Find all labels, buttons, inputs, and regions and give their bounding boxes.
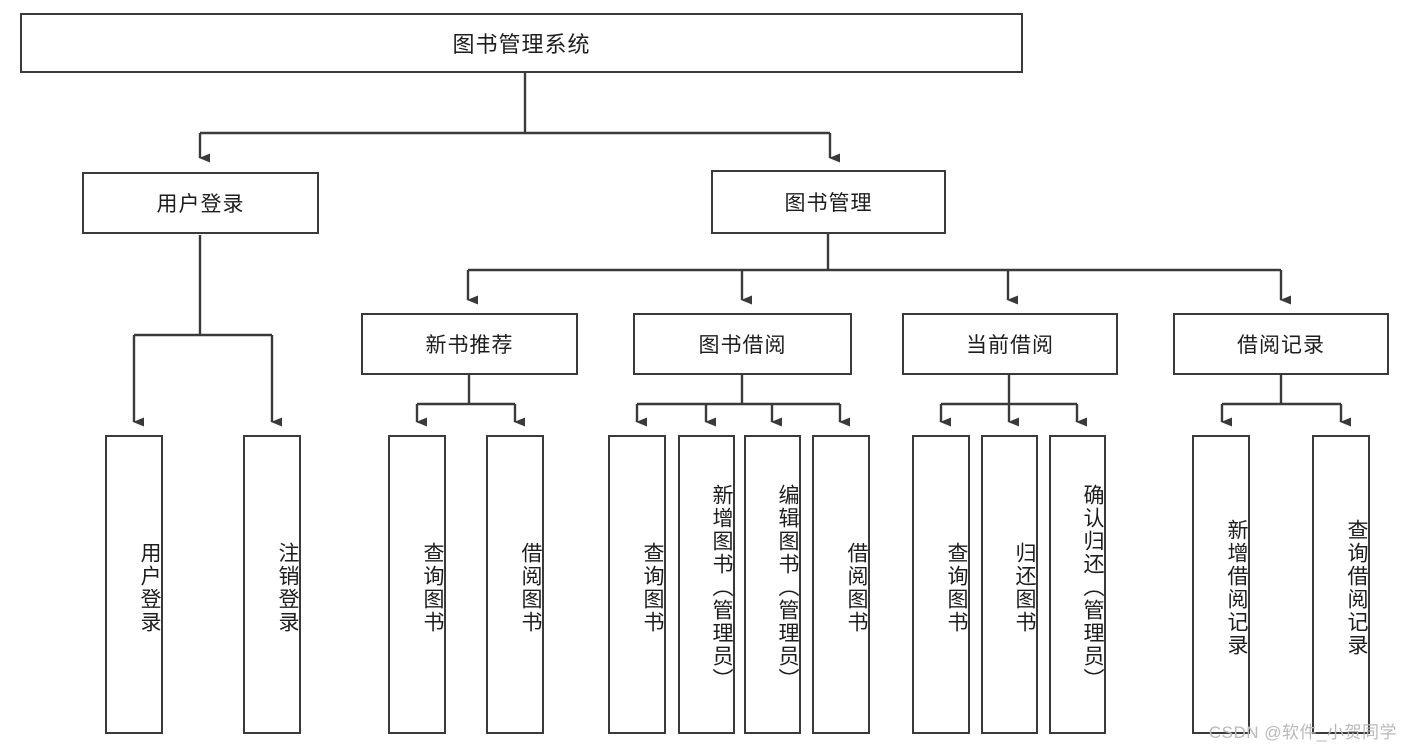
node-leaf-confirm-return[interactable]: 确认归还（管理员）: [1049, 435, 1106, 734]
node-book-borrow[interactable]: 图书借阅: [633, 313, 852, 375]
node-user-login-label: 用户登录: [156, 193, 245, 216]
node-leaf-borrow-book-2-label: 借阅图书: [845, 541, 868, 634]
node-leaf-query-book-1-label: 查询图书: [421, 541, 444, 634]
node-leaf-user-login[interactable]: 用户登录: [105, 435, 163, 734]
node-leaf-query-book-3-label: 查询图书: [945, 541, 968, 634]
node-leaf-edit-book[interactable]: 编辑图书（管理员）: [744, 435, 801, 734]
node-leaf-query-book-3[interactable]: 查询图书: [912, 435, 970, 734]
node-leaf-add-record[interactable]: 新增借阅记录: [1192, 435, 1250, 734]
watermark: CSDN @软件_小贺同学: [1208, 723, 1397, 742]
node-book-borrow-label: 图书借阅: [698, 334, 787, 357]
node-leaf-query-record[interactable]: 查询借阅记录: [1312, 435, 1370, 734]
node-leaf-user-login-label: 用户登录: [138, 541, 161, 634]
node-leaf-return-book[interactable]: 归还图书: [981, 435, 1038, 734]
node-leaf-borrow-book-1-label: 借阅图书: [519, 541, 542, 634]
node-leaf-logout-login[interactable]: 注销登录: [243, 435, 301, 734]
node-current-borrow-label: 当前借阅: [966, 334, 1054, 357]
node-leaf-confirm-return-label: 确认归还（管理员）: [1081, 484, 1104, 691]
node-root-label: 图书管理系统: [452, 32, 591, 57]
node-book-management-label: 图书管理: [784, 192, 873, 215]
node-leaf-query-record-label: 查询借阅记录: [1345, 518, 1368, 657]
node-user-login[interactable]: 用户登录: [82, 172, 319, 234]
node-leaf-query-book-2-label: 查询图书: [641, 541, 664, 634]
node-leaf-borrow-book-1[interactable]: 借阅图书: [486, 435, 544, 734]
node-leaf-logout-login-label: 注销登录: [276, 541, 299, 634]
node-borrow-record-label: 借阅记录: [1237, 334, 1325, 357]
node-leaf-query-book-2[interactable]: 查询图书: [608, 435, 666, 734]
node-leaf-add-book[interactable]: 新增图书（管理员）: [678, 435, 735, 734]
node-leaf-add-record-label: 新增借阅记录: [1225, 518, 1248, 657]
node-leaf-return-book-label: 归还图书: [1013, 541, 1036, 634]
node-root[interactable]: 图书管理系统: [20, 13, 1023, 73]
node-new-book-recommend[interactable]: 新书推荐: [361, 313, 578, 375]
node-leaf-add-book-label: 新增图书（管理员）: [710, 484, 733, 691]
node-leaf-borrow-book-2[interactable]: 借阅图书: [812, 435, 870, 734]
node-borrow-record[interactable]: 借阅记录: [1173, 313, 1389, 375]
node-current-borrow[interactable]: 当前借阅: [902, 313, 1118, 375]
node-leaf-edit-book-label: 编辑图书（管理员）: [776, 484, 799, 691]
node-leaf-query-book-1[interactable]: 查询图书: [388, 435, 446, 734]
node-book-management[interactable]: 图书管理: [711, 170, 946, 234]
node-new-book-recommend-label: 新书推荐: [425, 334, 514, 357]
